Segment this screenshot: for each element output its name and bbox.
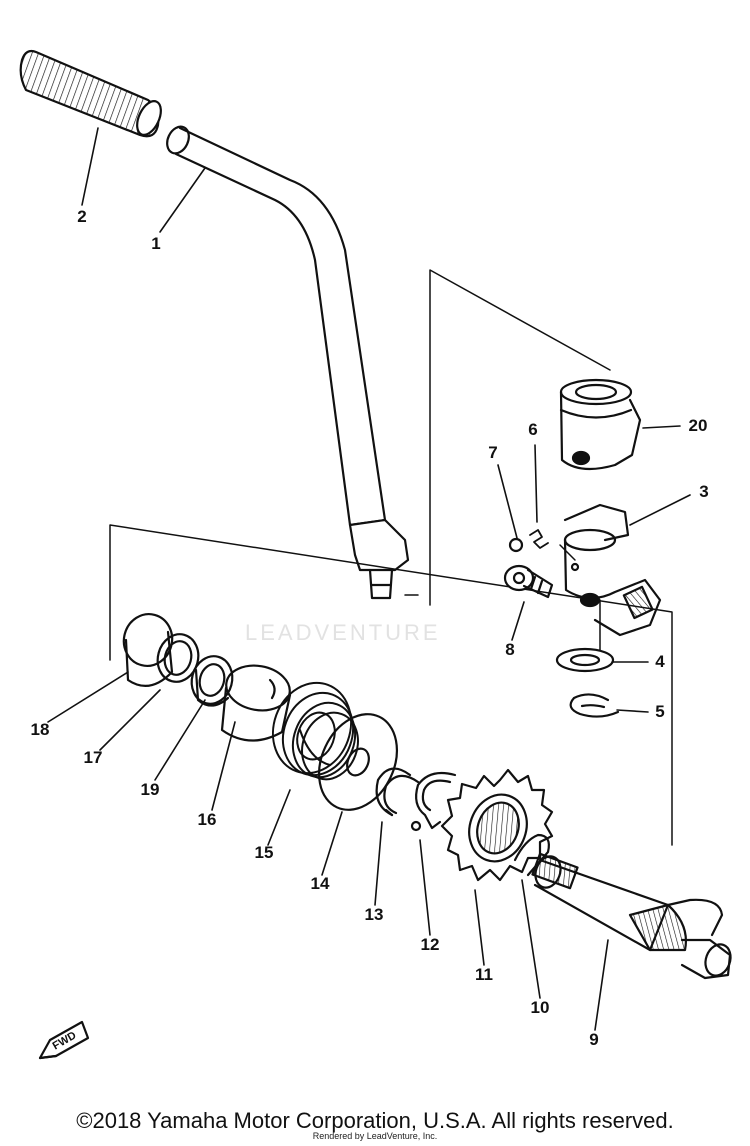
callout-4: 4 bbox=[655, 652, 665, 671]
torsion-spring-part-15 bbox=[271, 681, 359, 781]
callout-12: 12 bbox=[420, 935, 440, 954]
callout-14: 14 bbox=[310, 874, 330, 893]
kick-crank-part-1 bbox=[166, 125, 410, 600]
fwd-arrow-icon bbox=[38, 1020, 90, 1060]
copyright-notice: ©2018 Yamaha Motor Corporation, U.S.A. A… bbox=[76, 1108, 674, 1133]
rendered-by-notice: Rendered by LeadVenture, Inc. bbox=[312, 1131, 438, 1141]
clip-part-12 bbox=[410, 771, 457, 832]
kick-axle-part-9 bbox=[531, 852, 732, 980]
callout-9: 9 bbox=[589, 1030, 599, 1049]
kick-gear-part-11 bbox=[440, 768, 554, 882]
callout-18: 18 bbox=[30, 720, 50, 739]
callout-3: 3 bbox=[699, 482, 709, 501]
circlip-part-5 bbox=[569, 693, 620, 718]
shim-part-17 bbox=[156, 633, 200, 683]
callout-7: 7 bbox=[488, 443, 498, 462]
bolt-part-8 bbox=[503, 564, 554, 599]
spring-part-6 bbox=[529, 529, 549, 549]
boss-part-20 bbox=[559, 378, 642, 471]
ball-part-7 bbox=[508, 537, 524, 553]
kick-grip-part-2 bbox=[19, 49, 162, 138]
callout-13: 13 bbox=[364, 905, 384, 924]
callout-20: 20 bbox=[688, 416, 708, 435]
callout-11: 11 bbox=[475, 965, 493, 984]
callout-17: 17 bbox=[83, 748, 103, 767]
kick-boss-part-3 bbox=[563, 503, 662, 637]
washer-part-4 bbox=[555, 647, 615, 673]
callout-19: 19 bbox=[140, 780, 160, 799]
plate-washer-part-14 bbox=[318, 713, 398, 811]
callout-8: 8 bbox=[505, 640, 515, 659]
watermark: LEADVENTURE bbox=[245, 620, 441, 645]
callout-15: 15 bbox=[254, 843, 274, 862]
callout-1: 1 bbox=[151, 234, 161, 253]
callout-6: 6 bbox=[528, 420, 538, 439]
leader-lines bbox=[47, 127, 691, 1031]
callout-2: 2 bbox=[77, 207, 87, 226]
callout-5: 5 bbox=[655, 702, 665, 721]
callout-10: 10 bbox=[530, 998, 550, 1017]
callout-16: 16 bbox=[197, 810, 217, 829]
collar-part-19 bbox=[190, 655, 234, 707]
assembly-box-lines bbox=[109, 269, 673, 846]
circlip-part-13 bbox=[375, 767, 420, 817]
friction-clip-part-10 bbox=[513, 833, 550, 877]
